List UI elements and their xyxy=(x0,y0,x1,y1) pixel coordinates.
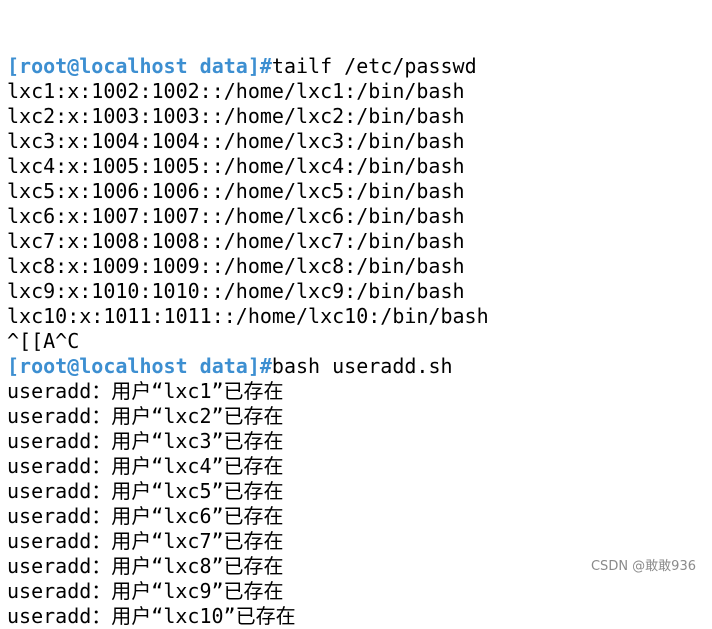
output-line: lxc1:x:1002:1002::/home/lxc1:/bin/bash xyxy=(7,79,465,103)
output-line: useradd：用户“lxc8”已存在 xyxy=(7,554,284,578)
output-line: lxc3:x:1004:1004::/home/lxc3:/bin/bash xyxy=(7,129,465,153)
shell-prompt: [root@localhost data]# xyxy=(7,354,272,378)
output-line: useradd：用户“lxc4”已存在 xyxy=(7,454,284,478)
output-line: useradd：用户“lxc2”已存在 xyxy=(7,404,284,428)
output-line: useradd：用户“lxc7”已存在 xyxy=(7,529,284,553)
output-line: useradd：用户“lxc1”已存在 xyxy=(7,379,284,403)
prompt-line: [root@localhost data]#tailf /etc/passwd xyxy=(7,54,707,79)
output-line: useradd：用户“lxc5”已存在 xyxy=(7,479,284,503)
output-line: lxc7:x:1008:1008::/home/lxc7:/bin/bash xyxy=(7,229,465,253)
shell-command: bash useradd.sh xyxy=(271,354,453,378)
output-line: useradd：用户“lxc3”已存在 xyxy=(7,429,284,453)
output-line: lxc4:x:1005:1005::/home/lxc4:/bin/bash xyxy=(7,154,465,178)
shell-prompt: [root@localhost data]# xyxy=(7,54,272,78)
output-line: lxc10:x:1011:1011::/home/lxc10:/bin/bash xyxy=(7,304,489,328)
output-line: lxc6:x:1007:1007::/home/lxc6:/bin/bash xyxy=(7,204,465,228)
shell-command: tailf /etc/passwd xyxy=(271,54,477,78)
prompt-line: [root@localhost data]#bash useradd.sh xyxy=(7,354,707,379)
output-line: lxc8:x:1009:1009::/home/lxc8:/bin/bash xyxy=(7,254,465,278)
output-line: useradd：用户“lxc6”已存在 xyxy=(7,504,284,528)
output-line: useradd：用户“lxc10”已存在 xyxy=(7,604,296,628)
output-line: lxc9:x:1010:1010::/home/lxc9:/bin/bash xyxy=(7,279,465,303)
output-line: ^[[A^C xyxy=(7,329,80,353)
output-line: lxc5:x:1006:1006::/home/lxc5:/bin/bash xyxy=(7,179,465,203)
csdn-watermark: CSDN @敢敢936 xyxy=(590,559,696,574)
output-line: lxc2:x:1003:1003::/home/lxc2:/bin/bash xyxy=(7,104,465,128)
output-line: useradd：用户“lxc9”已存在 xyxy=(7,579,284,603)
